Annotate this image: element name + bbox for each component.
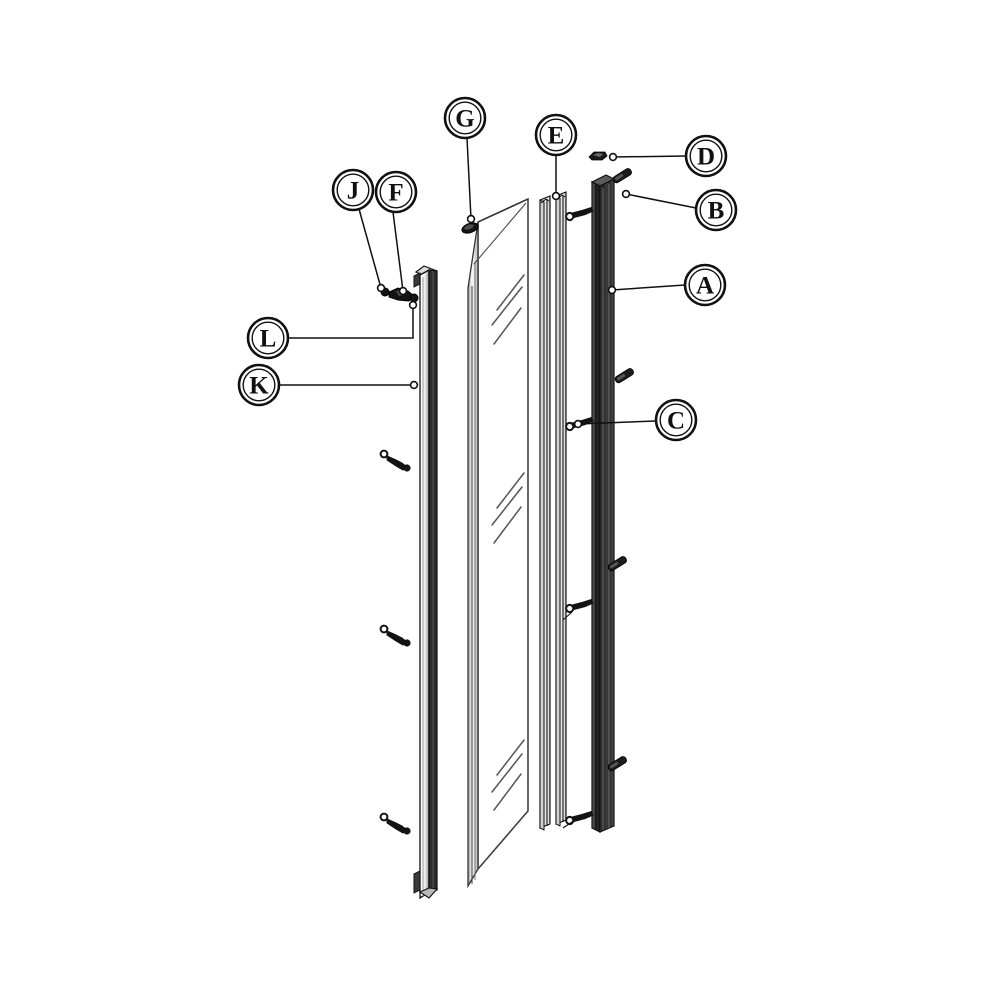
callout-e[interactable]: E — [534, 113, 578, 157]
callout-inner-ring-f — [379, 175, 413, 209]
part-g-cover-cap — [461, 222, 479, 234]
leader-endpoint-f — [398, 286, 408, 296]
callout-a[interactable]: A — [683, 263, 727, 307]
leader-line-l — [287, 304, 414, 339]
callout-ring-d — [684, 134, 728, 178]
callout-ring-g — [443, 96, 487, 140]
leader-endpoint-c — [573, 419, 583, 429]
callout-label-f: F — [388, 180, 403, 207]
callout-g[interactable]: G — [443, 96, 487, 140]
part-a-wall-profile — [590, 174, 616, 833]
callout-ring-k — [237, 363, 281, 407]
leader-line-f — [392, 211, 404, 292]
callout-inner-ring-a — [688, 268, 722, 302]
callout-bubbles-layer: A B C D E F G J KL — [237, 96, 738, 442]
callout-j[interactable]: J — [331, 168, 375, 212]
leader-endpoint-a — [607, 285, 617, 295]
part-d-end-cap — [588, 151, 608, 161]
callout-inner-ring-j — [336, 173, 370, 207]
callout-inner-ring-g — [448, 101, 482, 135]
part-k-door-profile — [413, 265, 439, 900]
callout-ring-l — [246, 316, 290, 360]
left-screw-set — [379, 449, 411, 835]
callout-label-j: J — [347, 178, 360, 205]
callout-ring-c — [654, 398, 698, 442]
leader-line-b — [625, 193, 697, 209]
callout-label-l: L — [260, 326, 277, 353]
leader-line-d — [612, 155, 687, 158]
leader-endpoint-b — [621, 189, 631, 199]
callout-b[interactable]: B — [694, 188, 738, 232]
part-e-seal-profile — [539, 191, 567, 831]
callout-inner-ring-k — [242, 368, 276, 402]
leader-line-g — [466, 137, 472, 220]
callout-label-g: G — [455, 106, 474, 133]
callout-l[interactable]: L — [246, 316, 290, 360]
callout-c[interactable]: C — [654, 398, 698, 442]
leader-endpoint-d — [608, 152, 618, 162]
glass-highlight-top — [491, 274, 525, 345]
callout-ring-f — [374, 170, 418, 214]
callout-ring-b — [694, 188, 738, 232]
leader-endpoint-g — [466, 214, 476, 224]
leader-line-a — [611, 284, 686, 291]
callout-inner-ring-c — [659, 403, 693, 437]
callout-label-a: A — [696, 273, 714, 300]
callout-label-d: D — [697, 144, 715, 171]
callout-inner-ring-d — [689, 139, 723, 173]
callout-label-e: E — [548, 123, 565, 150]
callout-inner-ring-b — [699, 193, 733, 227]
leader-endpoint-k — [409, 380, 419, 390]
callout-f[interactable]: F — [374, 170, 418, 214]
callout-ring-a — [683, 263, 727, 307]
leader-endpoint-j — [376, 283, 386, 293]
leader-line-c — [577, 420, 657, 425]
leader-lines-layer — [278, 137, 697, 429]
glass-highlight-middle — [491, 472, 525, 544]
callout-d[interactable]: D — [684, 134, 728, 178]
glass-highlight-bottom — [491, 739, 525, 811]
callout-ring-e — [534, 113, 578, 157]
callout-ring-j — [331, 168, 375, 212]
leader-endpoint-e — [551, 191, 561, 201]
callout-label-b: B — [708, 198, 725, 225]
glass-panel — [467, 197, 529, 889]
leader-endpoint-l — [408, 300, 418, 310]
callout-inner-ring-e — [539, 118, 573, 152]
callout-label-c: C — [667, 408, 685, 435]
callout-inner-ring-l — [251, 321, 285, 355]
callout-k[interactable]: K — [237, 363, 281, 407]
callout-label-k: K — [249, 373, 269, 400]
leader-line-j — [358, 208, 382, 289]
